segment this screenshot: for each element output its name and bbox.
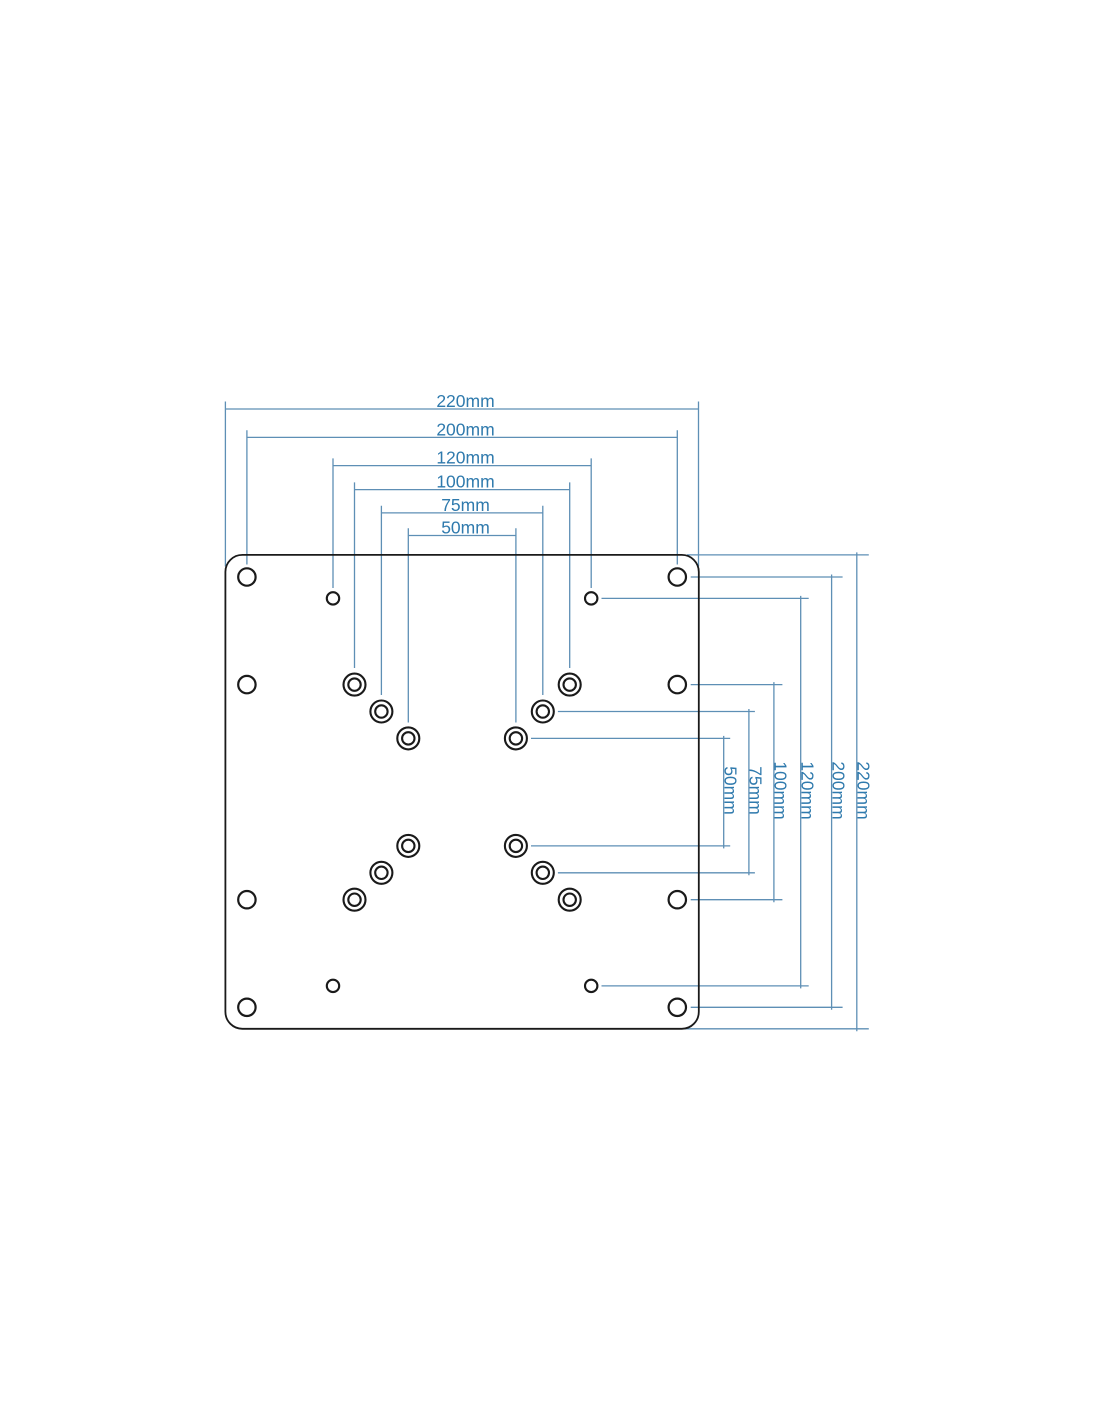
svg-text:50mm: 50mm — [441, 518, 490, 538]
svg-text:50mm: 50mm — [721, 766, 741, 815]
svg-text:200mm: 200mm — [828, 761, 848, 819]
svg-text:220mm: 220mm — [854, 761, 874, 819]
svg-text:75mm: 75mm — [441, 495, 490, 515]
svg-text:100mm: 100mm — [436, 472, 494, 492]
svg-text:100mm: 100mm — [771, 761, 791, 819]
svg-text:75mm: 75mm — [746, 766, 766, 815]
svg-text:200mm: 200mm — [436, 419, 494, 439]
svg-text:220mm: 220mm — [436, 391, 494, 411]
svg-text:120mm: 120mm — [798, 761, 818, 819]
svg-text:120mm: 120mm — [436, 448, 494, 468]
